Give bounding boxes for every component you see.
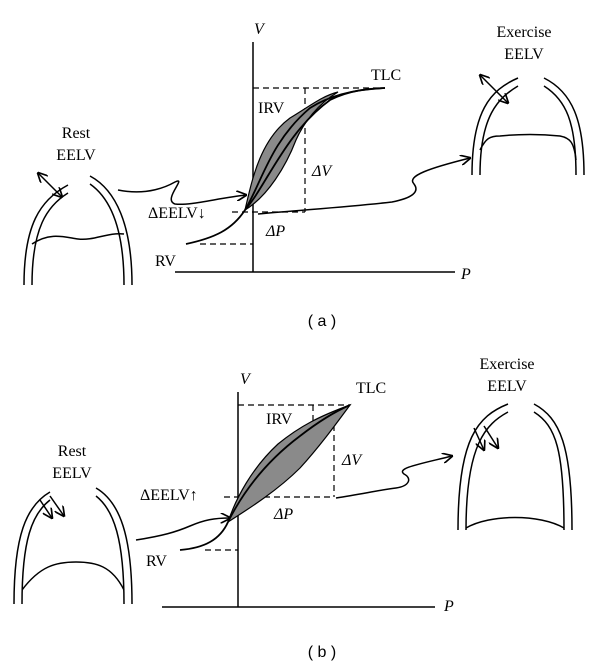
pv-curve-upper-a [244,87,386,211]
loop-to-exercise-arrow-b [335,456,452,499]
exercise-label-line1-b: Exercise [479,356,534,373]
exercise-volume-arrow-a [480,75,508,103]
exercise-label-line2-b: EELV [487,378,527,395]
rest-to-loop-arrow-b [135,518,230,541]
exercise-chest-wall-a [471,77,585,176]
pv-loop-a [244,91,339,212]
rest-inward-arrows-b [39,495,64,518]
tlc-label-b: TLC [356,380,386,397]
delta-p-label-b: ΔP [273,506,293,523]
rest-chest-wall-b [13,487,133,605]
rest-label-line1-a: Rest [62,125,91,142]
v-axis-label-b: V [240,371,252,388]
exercise-label-line2-a: EELV [504,46,544,63]
p-axis-label-b: P [443,598,454,615]
caption-a: ( a ) [308,313,336,330]
panel-a: Rest EELV V P TLC IRV RV ΔV ΔP ΔEELV↓ [23,21,585,330]
delta-eelv-label-b: ΔEELV↑ [140,487,198,504]
rest-label-line2-a: EELV [56,147,96,164]
delta-eelv-label-a: ΔEELV↓ [148,205,206,222]
delta-v-label-a: ΔV [311,163,333,180]
rest-volume-arrow-a [38,173,62,197]
rv-label-b: RV [146,553,167,570]
loop-to-exercise-arrow-a [257,158,470,215]
pv-curve-b [179,404,351,551]
v-axis-label-a: V [254,21,266,38]
exercise-inward-arrows-b [473,425,498,450]
irv-label-b: IRV [266,411,293,428]
rest-to-loop-arrow-a [117,180,246,206]
caption-b: ( b ) [308,644,336,661]
rest-chest-wall-a [23,175,133,286]
pv-curve-a [185,87,386,245]
rest-label-line1-b: Rest [58,443,87,460]
rv-label-a: RV [155,253,176,270]
panel-b: Rest EELV V P TLC IRV RV ΔV ΔP ΔEELV↑ [13,356,573,661]
delta-v-label-b: ΔV [341,452,363,469]
tlc-label-a: TLC [371,67,401,84]
rest-label-line2-b: EELV [52,465,92,482]
irv-label-a: IRV [258,100,285,117]
p-axis-label-a: P [460,266,471,283]
delta-p-label-a: ΔP [265,223,285,240]
exercise-label-line1-a: Exercise [496,24,551,41]
exercise-chest-wall-b [457,403,573,531]
